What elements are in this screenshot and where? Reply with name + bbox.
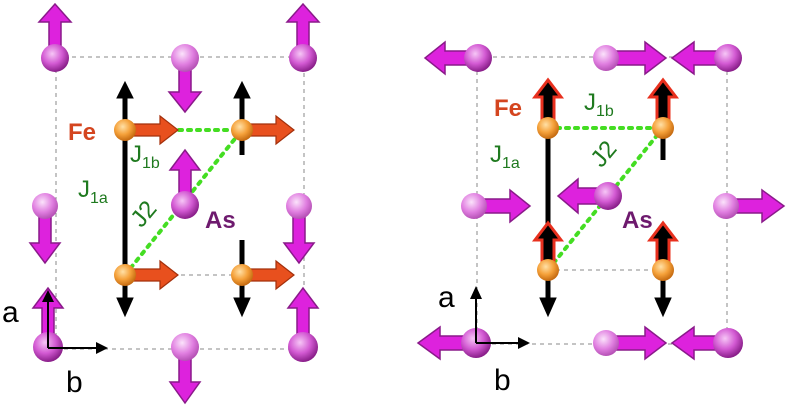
fe-atoms-right (531, 77, 680, 281)
as-atom (713, 328, 743, 358)
axis-a-label: a (438, 281, 455, 314)
as-label: As (622, 207, 653, 234)
axis-a-arrow-icon (42, 290, 54, 302)
fe-atom (114, 264, 136, 286)
fe-atom (652, 117, 674, 139)
as-atom (288, 332, 318, 362)
axis-b-arrow-icon (96, 342, 108, 354)
axes-right: a b (438, 281, 530, 397)
fe-atom (537, 259, 559, 281)
fe-atom (652, 259, 674, 281)
as-atom (41, 44, 69, 72)
as-atom (171, 191, 199, 219)
j1b-label: J1b (130, 141, 160, 172)
as-atom (593, 45, 619, 71)
fe-atoms-left (114, 114, 295, 291)
as-atom (171, 333, 199, 361)
as-atom (713, 193, 739, 219)
as-atom (594, 182, 622, 210)
j2-label: J2 (125, 196, 162, 233)
fe-label: Fe (68, 119, 96, 146)
fe-atom (231, 264, 253, 286)
as-atoms-left (28, 2, 321, 405)
as-arrow-up-icon (168, 148, 202, 196)
fe-atom (537, 117, 559, 139)
fe-label: Fe (494, 95, 522, 122)
axes-left: a b (2, 290, 108, 399)
axis-b-label: b (66, 366, 83, 399)
as-atom (714, 44, 742, 72)
j1a-label: J1a (490, 141, 520, 172)
as-atom (32, 193, 58, 219)
as-atom (171, 44, 199, 72)
right-panel: Fe As J1b J1a J2 a b (416, 40, 786, 397)
as-atom (461, 193, 487, 219)
fe-atom (231, 119, 253, 141)
left-panel: Fe As J1b J1a J2 a b (2, 2, 321, 405)
j1a-label: J1a (78, 176, 108, 207)
as-label: As (205, 207, 236, 234)
axis-a-arrow-icon (470, 286, 482, 299)
as-arrow-right-icon (479, 188, 532, 224)
j1b-label: J1b (584, 89, 614, 120)
as-atoms-right (416, 40, 786, 361)
j2-label: J2 (585, 136, 622, 173)
axis-b-label: b (494, 364, 511, 397)
axis-b-arrow-icon (518, 337, 530, 349)
as-atom (289, 44, 317, 72)
as-atom (464, 44, 492, 72)
as-atom (593, 330, 619, 356)
fe-atom (114, 119, 136, 141)
as-atom (286, 193, 312, 219)
axis-a-label: a (2, 296, 19, 329)
